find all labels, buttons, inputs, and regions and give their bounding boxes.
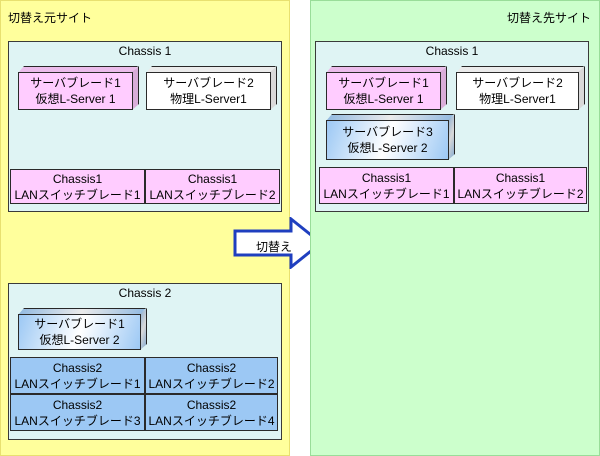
- source-c2-server-blade-1: サーバブレード1 仮想L-Server 2: [18, 314, 141, 350]
- lan-label-line2: LANスイッチブレード3: [14, 413, 141, 428]
- source-c1-lan-switch-1: Chassis1 LANスイッチブレード1: [10, 169, 145, 204]
- source-c2-lan-switch-2: Chassis2 LANスイッチブレード2: [145, 357, 278, 394]
- source-chassis-1-title: Chassis 1: [118, 44, 172, 58]
- blade-label-line2: 仮想L-Server 1: [343, 92, 424, 106]
- blade-label-line1: サーバブレード1: [34, 317, 125, 331]
- lan-label-line1: Chassis2: [186, 360, 237, 375]
- target-c1-server-blade-1: サーバブレード1 仮想L-Server 1: [326, 72, 441, 110]
- blade-label-line1: サーバブレード3: [342, 125, 433, 139]
- switchover-arrow-label: 切替え: [256, 240, 293, 254]
- blade-label-line2: 仮想L-Server 2: [347, 141, 428, 155]
- blade-top-face: [326, 66, 446, 73]
- blade-label-line2: 仮想L-Server 1: [35, 92, 116, 106]
- lan-label-line1: Chassis1: [495, 170, 546, 185]
- lan-label-line1: Chassis2: [186, 397, 237, 412]
- blade-top-face: [146, 66, 276, 73]
- target-c1-server-blade-2: サーバブレード2 物理L-Server1: [456, 72, 579, 110]
- blade-side-face: [578, 66, 585, 110]
- blade-side-face: [448, 114, 455, 160]
- arrow-shape: [233, 217, 324, 269]
- target-c1-lan-switch-2: Chassis1 LANスイッチブレード2: [454, 167, 587, 204]
- blade-top-face: [326, 114, 454, 121]
- blade-side-face: [270, 66, 277, 110]
- target-c1-server-blade-3: サーバブレード3 仮想L-Server 2: [326, 120, 449, 160]
- source-site-title: 切替え元サイト: [8, 11, 93, 25]
- lan-label-line2: LANスイッチブレード2: [149, 187, 276, 202]
- lan-label-line2: LANスイッチブレード4: [148, 413, 275, 428]
- blade-label-line2: 仮想L-Server 2: [39, 333, 120, 347]
- blade-label-line1: サーバブレード1: [30, 76, 121, 90]
- blade-label-line1: サーバブレード1: [338, 76, 429, 90]
- switchover-arrow-icon: [233, 217, 324, 269]
- blade-top-face: [18, 66, 138, 73]
- lan-label-line1: Chassis2: [52, 360, 103, 375]
- blade-top-face: [18, 308, 146, 315]
- blade-label-line1: サーバブレード2: [472, 76, 563, 90]
- source-c2-lan-switch-1: Chassis2 LANスイッチブレード1: [10, 357, 145, 394]
- blade-label-line1: サーバブレード2: [163, 76, 254, 90]
- lan-label-line1: Chassis1: [187, 171, 238, 186]
- blade-side-face: [132, 66, 139, 110]
- lan-label-line2: LANスイッチブレード1: [14, 187, 141, 202]
- lan-label-line2: LANスイッチブレード1: [323, 186, 450, 201]
- lan-label-line2: LANスイッチブレード1: [14, 376, 141, 391]
- target-chassis-1-title: Chassis 1: [425, 44, 479, 58]
- source-c2-lan-switch-3: Chassis2 LANスイッチブレード3: [10, 394, 145, 431]
- lan-label-line2: LANスイッチブレード2: [457, 186, 584, 201]
- source-chassis-2-title: Chassis 2: [118, 286, 172, 300]
- lan-label-line1: Chassis1: [52, 171, 103, 186]
- source-c1-server-blade-2: サーバブレード2 物理L-Server1: [146, 72, 271, 110]
- target-c1-lan-switch-1: Chassis1 LANスイッチブレード1: [319, 167, 454, 204]
- blade-label-line2: 物理L-Server1: [479, 92, 556, 106]
- target-site-title: 切替え先サイト: [507, 11, 592, 25]
- lan-label-line2: LANスイッチブレード2: [148, 376, 275, 391]
- source-c2-lan-switch-4: Chassis2 LANスイッチブレード4: [145, 394, 278, 431]
- lan-label-line1: Chassis1: [361, 170, 412, 185]
- blade-label-line2: 物理L-Server1: [170, 92, 247, 106]
- source-c1-lan-switch-2: Chassis1 LANスイッチブレード2: [145, 169, 280, 204]
- blade-side-face: [140, 308, 147, 350]
- source-c1-server-blade-1: サーバブレード1 仮想L-Server 1: [18, 72, 133, 110]
- lan-label-line1: Chassis2: [52, 397, 103, 412]
- blade-top-face: [456, 66, 584, 73]
- blade-side-face: [440, 66, 447, 110]
